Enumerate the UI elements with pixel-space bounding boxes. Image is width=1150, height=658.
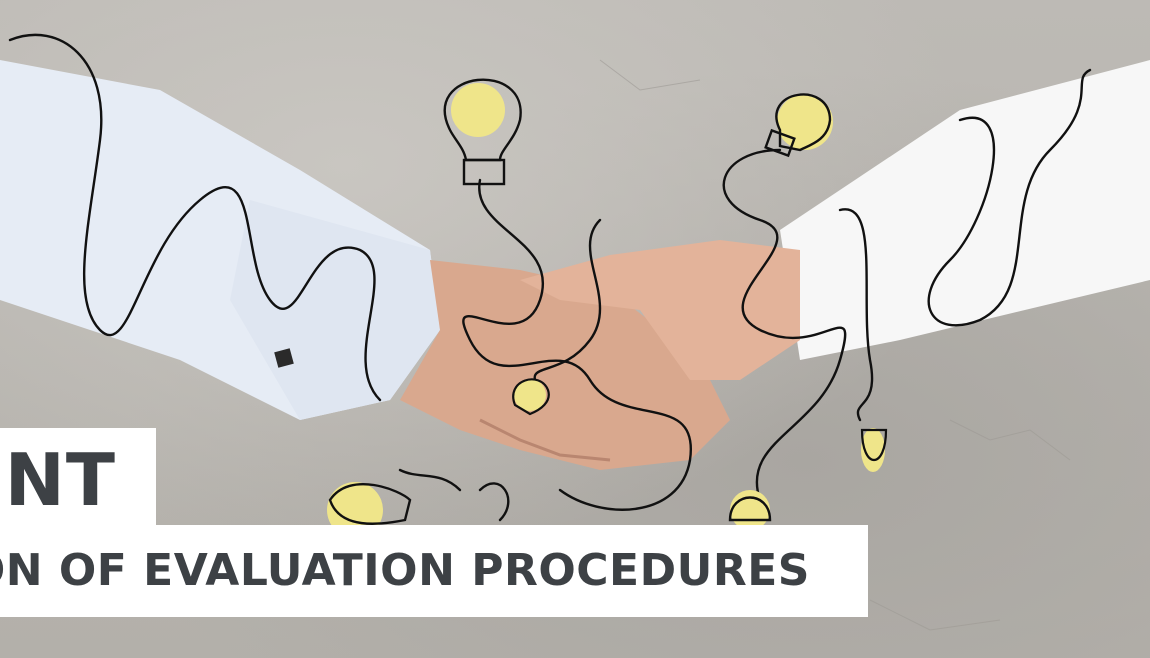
lightbulb-icon xyxy=(764,93,833,158)
lightbulb-icon xyxy=(860,428,888,472)
lightbulb-icon xyxy=(728,490,772,530)
lightbulb-icon xyxy=(327,482,412,538)
doodle-lines xyxy=(8,33,1092,522)
left-hand xyxy=(400,260,730,470)
right-hand xyxy=(520,240,800,380)
cufflink xyxy=(274,348,294,368)
lightbulb-icon xyxy=(512,378,550,416)
right-sleeve xyxy=(780,60,1150,360)
banner-subtitle: ON OF EVALUATION PROCEDURES xyxy=(0,545,810,596)
title-banner: ENT xyxy=(0,428,156,528)
knuckles xyxy=(479,418,611,462)
subtitle-banner: ON OF EVALUATION PROCEDURES xyxy=(0,525,868,617)
banner-title: ENT xyxy=(0,438,116,522)
lightbulb-icon xyxy=(443,78,522,186)
